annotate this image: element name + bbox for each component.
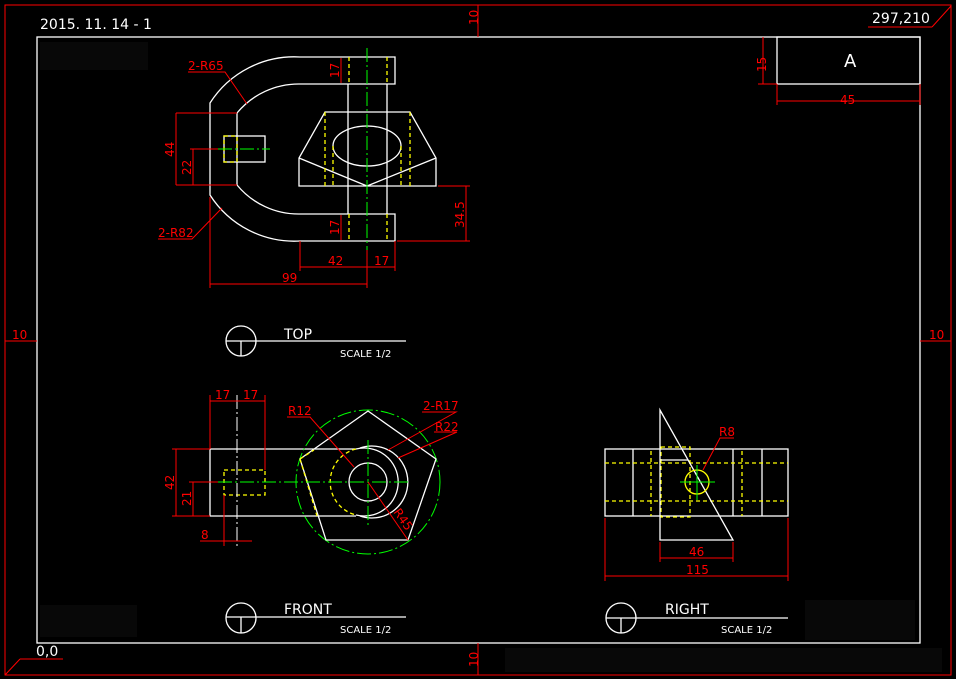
redacted-block (40, 605, 137, 637)
redacted-block (805, 600, 915, 640)
redacted-block (505, 648, 942, 672)
view-scale-right: SCALE 1/2 (721, 625, 772, 636)
dim-17-lower: 17 (328, 220, 342, 235)
view-scale-front: SCALE 1/2 (340, 625, 391, 636)
outer-frame (4, 4, 952, 676)
title-block-letter: A (844, 51, 857, 72)
dim-17-width: 17 (374, 254, 389, 268)
dim-8: 8 (201, 528, 209, 542)
dim-2-r17: 2-R17 (423, 399, 459, 413)
right-view: R8 46 115 (604, 407, 789, 581)
dim-r8: R8 (719, 425, 735, 439)
dim-17-left: 17 (215, 388, 230, 402)
margin-marks (4, 5, 952, 676)
redacted-block (40, 42, 148, 70)
margin-left-label: 10 (12, 328, 27, 342)
margin-bottom-label: 10 (467, 652, 481, 667)
dim-15: 15 (755, 57, 769, 72)
dim-2-r82: 2-R82 (158, 226, 194, 240)
dim-r22: R22 (435, 420, 459, 434)
dim-17-right: 17 (243, 388, 258, 402)
view-label-front: FRONT SCALE 1/2 (225, 602, 406, 636)
margin-right-label: 10 (929, 328, 944, 342)
top-view: 2-R65 2-R82 44 22 17 17 34.5 42 17 99 (158, 48, 470, 288)
dim-44: 44 (163, 142, 177, 157)
dim-45: 45 (840, 93, 855, 107)
sheet-size-label: 297,210 (872, 11, 930, 27)
dim-46: 46 (689, 545, 704, 559)
title-block (776, 36, 921, 85)
dim-21: 21 (180, 491, 194, 506)
view-title-top: TOP (283, 327, 312, 343)
dim-99: 99 (282, 271, 297, 285)
dim-22: 22 (180, 160, 194, 175)
dim-42: 42 (328, 254, 343, 268)
view-label-top: TOP SCALE 1/2 (225, 325, 406, 360)
dim-115: 115 (686, 563, 709, 577)
dim-42-front: 42 (163, 475, 177, 490)
view-title-right: RIGHT (665, 602, 709, 618)
front-view: 17 17 42 21 8 R12 2-R17 R22 R45 (163, 388, 459, 555)
origin-label: 0,0 (36, 644, 58, 660)
dim-17-upper: 17 (328, 63, 342, 78)
dim-2-r65: 2-R65 (188, 59, 224, 73)
view-label-right: RIGHT SCALE 1/2 (605, 602, 788, 636)
dim-r12: R12 (288, 404, 312, 418)
dim-34-5: 34.5 (453, 201, 467, 228)
revision-label: 2015. 11. 14 - 1 (40, 17, 152, 33)
view-scale-top: SCALE 1/2 (340, 349, 391, 360)
margin-top-label: 10 (467, 10, 481, 25)
view-title-front: FRONT (284, 602, 332, 618)
